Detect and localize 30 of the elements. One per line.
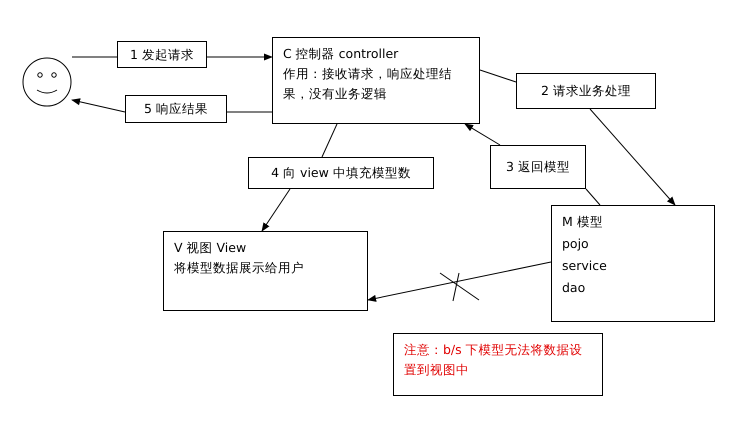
view-box: [163, 231, 368, 311]
box-heading: V 视图 View: [174, 239, 246, 257]
step-box: [125, 95, 227, 123]
arrow: [367, 262, 552, 302]
smiley-face-icon: [22, 57, 72, 107]
box-text: 1 发起请求: [130, 46, 194, 64]
step-box: [248, 157, 434, 189]
box-text: pojo: [562, 235, 589, 253]
box-text: 5 响应结果: [144, 100, 208, 118]
step-box: [490, 145, 586, 189]
step-box: [117, 41, 207, 68]
box-text: 注意：b/s 下模型无法将数据设置到视图中: [404, 341, 584, 379]
arrow: [71, 98, 126, 112]
box-text: 4 向 view 中填充模型数: [271, 164, 411, 182]
arrow: [206, 53, 273, 61]
box-text: 3 返回模型: [506, 158, 570, 176]
box-text: 2 请求业务处理: [541, 82, 631, 100]
step-box: [516, 73, 656, 109]
box-heading: M 模型: [562, 213, 603, 231]
box-text: 将模型数据展示给用户: [174, 259, 304, 277]
box-text: dao: [562, 279, 586, 297]
box-text: 作用：接收请求，响应处理结果，没有业务逻辑: [283, 65, 453, 103]
box-heading: C 控制器 controller: [283, 45, 398, 63]
note-box: [393, 333, 603, 396]
controller-box: [272, 37, 480, 124]
arrow: [262, 188, 290, 232]
arrow: [464, 124, 500, 146]
arrow: [590, 108, 676, 206]
box-text: service: [562, 257, 607, 275]
model-box: [551, 205, 715, 322]
